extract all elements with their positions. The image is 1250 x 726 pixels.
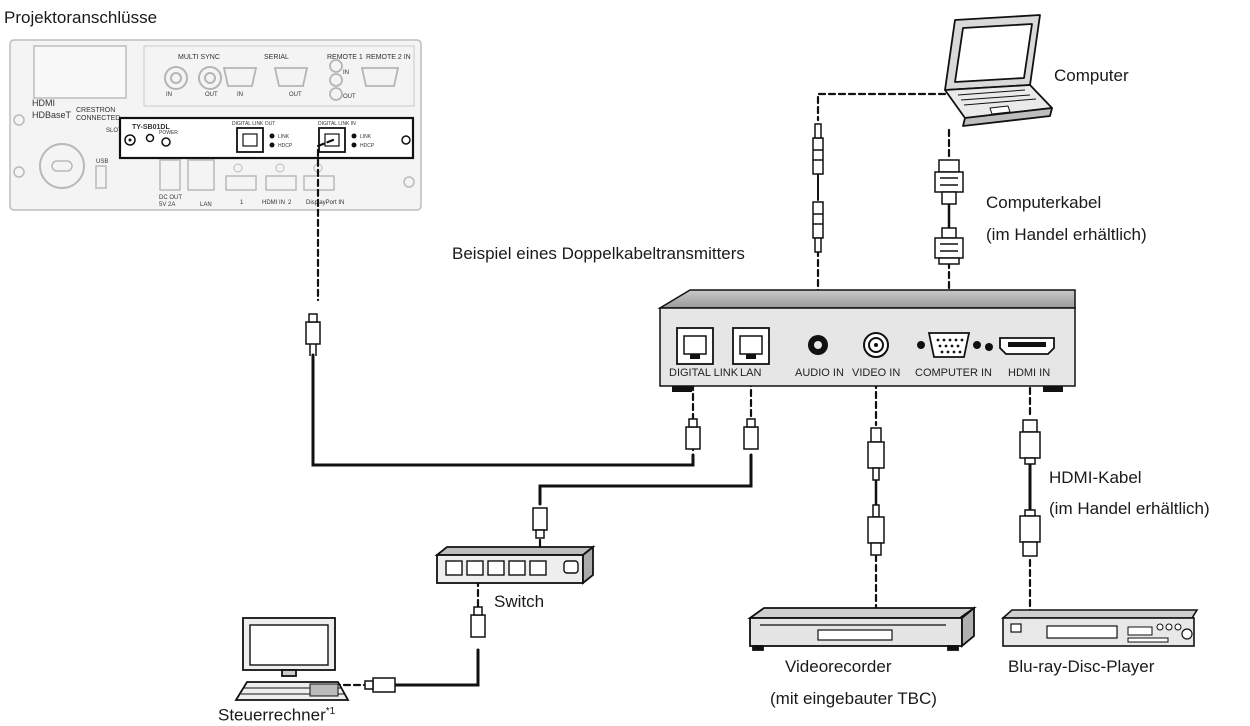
remote1-out-label: OUT xyxy=(343,94,356,100)
serial-in-label: IN xyxy=(237,92,243,98)
video-in-jack xyxy=(863,332,889,358)
port-label-video-in: VIDEO IN xyxy=(852,367,900,379)
port-label-audio-in: AUDIO IN xyxy=(795,367,844,379)
footnote-marker: *1 xyxy=(325,706,336,717)
audio-plug-bottom xyxy=(812,201,824,253)
dc-out-label: DC OUT xyxy=(159,195,182,201)
port-label-computer-in: COMPUTER IN xyxy=(915,367,992,379)
network-switch-icon xyxy=(434,545,596,585)
remote1-label: REMOTE 1 xyxy=(327,54,363,61)
control-computer-text: Steuerrechner xyxy=(218,705,326,725)
dl-out-label: DIGITAL LINK OUT xyxy=(232,121,275,127)
rca-plug-bottom xyxy=(867,504,885,556)
lan-port-label: LAN xyxy=(200,202,212,208)
computer-cable-note: (im Handel erhältlich) xyxy=(986,225,1147,244)
multi-sync-label: MULTI SYNC xyxy=(178,54,220,61)
remote1-in-label: IN xyxy=(343,70,349,76)
transmitter-example-label: Beispiel eines Doppelkabeltransmitters xyxy=(452,244,745,263)
projector-panel: MULTI SYNC SERIAL REMOTE 1 REMOTE 2 IN I… xyxy=(9,39,422,211)
port-label-lan: LAN xyxy=(740,367,761,379)
dl-in-label: DIGITAL LINK IN xyxy=(318,121,356,127)
videorecorder-icon xyxy=(747,606,977,651)
link-label: LINK xyxy=(278,134,290,140)
hdcp-label-2: HDCP xyxy=(360,143,375,149)
power-label: POWER xyxy=(159,130,178,136)
videorecorder-note: (mit eingebauter TBC) xyxy=(770,689,937,708)
audio-in-jack xyxy=(808,335,828,355)
bluray-player-icon xyxy=(1000,609,1199,647)
computer-cable-label: Computerkabel xyxy=(986,193,1102,212)
bluray-label: Blu-ray-Disc-Player xyxy=(1008,657,1155,676)
control-computer-label: Steuerrechner*1 xyxy=(218,702,335,726)
hdmi-in-1-label: 1 xyxy=(240,200,244,206)
rj45-plug-switch-top xyxy=(532,507,548,539)
port-label-digital-link: DIGITAL LINK xyxy=(669,367,739,379)
port-label-hdmi-in: HDMI IN xyxy=(1008,367,1050,379)
hdmi-cable-label: HDMI-Kabel xyxy=(1049,468,1142,487)
displayport-in-label: DisplayPort IN xyxy=(306,200,344,206)
rj45-plug-projector xyxy=(305,313,321,356)
control-computer-icon xyxy=(234,617,350,701)
rj45-plug-control-pc xyxy=(364,677,396,693)
dc-out-spec: 5V 2A xyxy=(159,202,175,208)
computer-label: Computer xyxy=(1054,66,1129,85)
remote2-label: REMOTE 2 IN xyxy=(366,54,411,61)
hdmi-plug-top xyxy=(1019,419,1041,465)
rj45-plug-lan xyxy=(743,418,759,450)
hdmi-logo: HDMI xyxy=(32,98,55,108)
laptop-icon xyxy=(944,14,1053,127)
lan-port xyxy=(732,327,770,365)
twisted-pair-transmitter: DIGITAL LINK LAN AUDIO IN VIDEO IN COMPU… xyxy=(657,289,1076,392)
hdmi-in-label: HDMI IN xyxy=(262,200,285,206)
multi-sync-out-label: OUT xyxy=(205,92,218,98)
hdcp-label: HDCP xyxy=(278,143,293,149)
projector-connections-label: Projektoranschlüsse xyxy=(4,8,158,27)
hdmi-in-2-label: 2 xyxy=(288,200,292,206)
audio-plug-top xyxy=(812,118,824,175)
serial-label: SERIAL xyxy=(264,54,289,61)
board-model: TY-SB01DL xyxy=(132,124,170,131)
connected-logo: CONNECTED xyxy=(76,115,120,122)
hdmi-plug-bottom xyxy=(1019,509,1041,557)
vga-plug-bottom xyxy=(934,227,964,265)
digital-link-port xyxy=(676,327,714,365)
computer-in-port xyxy=(917,332,981,358)
rca-plug-top xyxy=(867,427,885,481)
hdmi-cable-note: (im Handel erhältlich) xyxy=(1049,499,1210,518)
crestron-logo: CRESTRON xyxy=(76,107,115,114)
usb-label: USB xyxy=(96,159,108,165)
cables xyxy=(311,92,1032,687)
videorecorder-label: Videorecorder xyxy=(785,657,892,676)
switch-label: Switch xyxy=(494,592,545,611)
vga-plug-top xyxy=(934,159,964,205)
serial-out-label: OUT xyxy=(289,92,302,98)
link-label-2: LINK xyxy=(360,134,372,140)
rj45-plug-digital-link xyxy=(685,418,701,450)
hdbaset-logo: HDBaseT xyxy=(32,110,72,120)
multi-sync-in-label: IN xyxy=(166,92,172,98)
rj45-plug-switch-bottom xyxy=(470,606,486,638)
hdmi-in-port xyxy=(985,337,1055,355)
slot-label: SLOT xyxy=(106,128,122,134)
